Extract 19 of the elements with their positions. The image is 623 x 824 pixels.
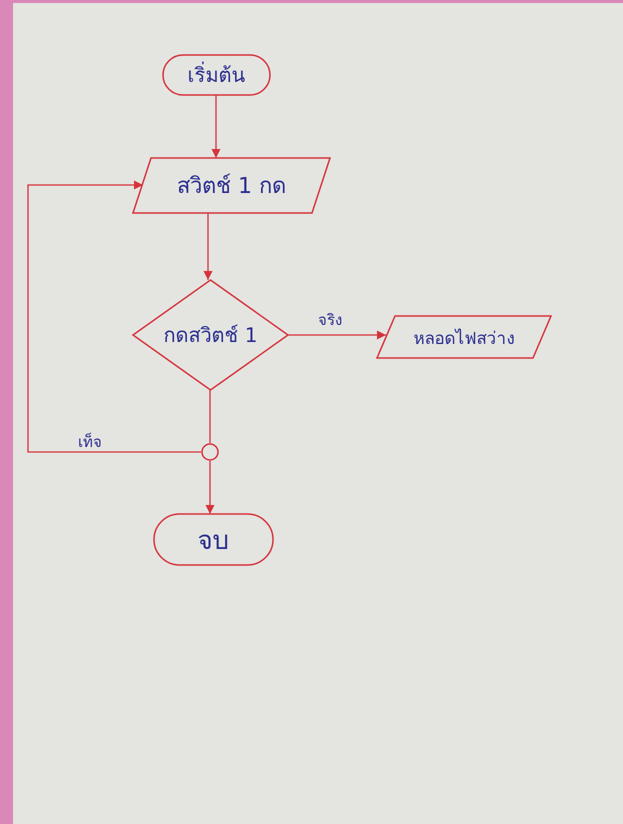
input-output-shape [377, 316, 551, 358]
arrow [205, 461, 215, 514]
terminal-shape [154, 514, 273, 565]
arrow [27, 180, 201, 453]
step-text: หลอดไฟสว่าง [412, 328, 516, 350]
connector-line [209, 390, 211, 443]
arrow [288, 330, 386, 340]
step-text: กดสวิตช์ 1 [162, 322, 259, 349]
connector-circle [201, 443, 219, 461]
arrow [203, 213, 213, 280]
step-text: จบ [196, 525, 230, 558]
input-output-shape [133, 158, 330, 213]
edge-label: จริง [318, 310, 342, 331]
step-text: เริ่มต้น [186, 60, 246, 89]
arrow [211, 95, 221, 158]
decision-diamond [133, 280, 288, 390]
edge-label: เท็จ [78, 432, 102, 453]
terminal-shape [163, 55, 270, 95]
step-text: สวิตช์ 1 กด [176, 172, 287, 201]
